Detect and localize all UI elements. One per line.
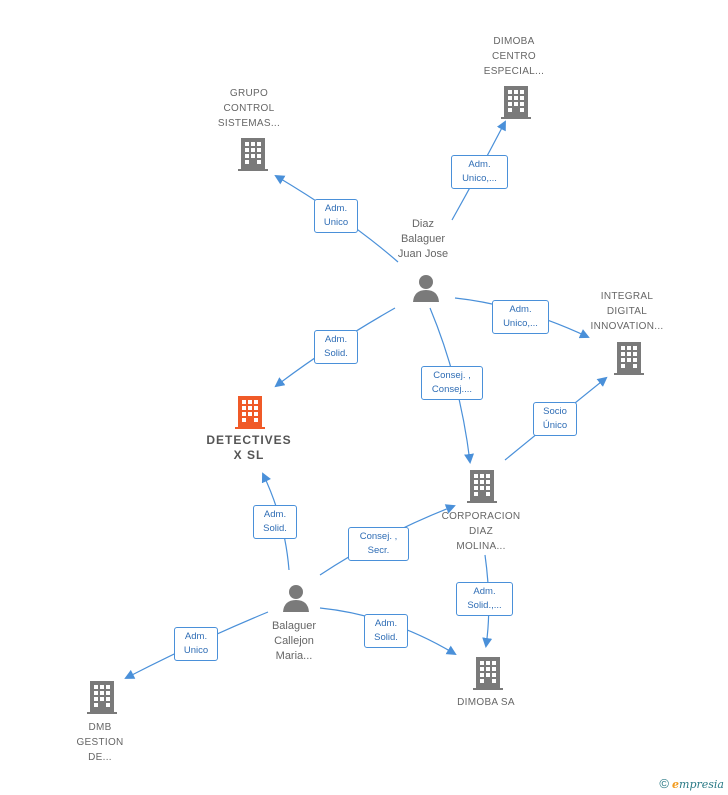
building-icon[interactable]	[501, 84, 531, 120]
node-label: DETECTIVES X SL	[206, 433, 292, 462]
node-diaz-balaguer[interactable]: Diaz Balaguer Juan Jose	[363, 217, 483, 262]
edge-label[interactable]: Adm. Solid.	[314, 330, 358, 364]
edge-label[interactable]: Adm. Solid.	[253, 505, 297, 539]
node-label: DIMOBA SA	[457, 697, 515, 708]
edge-label[interactable]: Adm. Unico,...	[451, 155, 508, 189]
node-label: CORPORACION DIAZ MOLINA...	[441, 511, 521, 552]
brand-logo-e: e	[672, 778, 680, 791]
node-dimoba-sa[interactable]: DIMOBA SA	[426, 695, 546, 710]
building-icon[interactable]	[235, 394, 265, 430]
person-icon[interactable]	[411, 273, 441, 303]
node-corporacion[interactable]: CORPORACION DIAZ MOLINA...	[421, 509, 541, 554]
node-label: Diaz Balaguer Juan Jose	[397, 218, 449, 260]
edge-label[interactable]: Adm. Unico	[174, 627, 218, 661]
edge-label[interactable]: Consej. , Consej....	[421, 366, 483, 400]
building-icon[interactable]	[238, 136, 268, 172]
person-icon[interactable]	[281, 583, 311, 613]
node-label: DMB GESTION DE...	[76, 722, 124, 763]
edge-label[interactable]: Adm. Solid.	[364, 614, 408, 648]
node-grupo-control[interactable]: GRUPO CONTROL SISTEMAS...	[189, 86, 309, 131]
node-integral-digital[interactable]: INTEGRAL DIGITAL INNOVATION...	[567, 289, 687, 334]
edge-label[interactable]: Adm. Unico	[314, 199, 358, 233]
node-dimoba-centro[interactable]: DIMOBA CENTRO ESPECIAL...	[454, 34, 574, 79]
building-icon[interactable]	[473, 655, 503, 691]
brand-logo-text: mpresia	[679, 778, 724, 791]
footer-brand[interactable]: © empresia	[659, 776, 724, 791]
copyright-symbol: ©	[659, 776, 669, 791]
building-icon[interactable]	[87, 679, 117, 715]
node-balaguer-callejon[interactable]: Balaguer Callejon Maria...	[234, 619, 354, 664]
node-label: DIMOBA CENTRO ESPECIAL...	[483, 36, 545, 77]
building-icon[interactable]	[467, 468, 497, 504]
node-label: INTEGRAL DIGITAL INNOVATION...	[590, 291, 664, 332]
node-dmb-gestion[interactable]: DMB GESTION DE...	[40, 720, 160, 765]
edge-label[interactable]: Consej. , Secr.	[348, 527, 409, 561]
node-label: Balaguer Callejon Maria...	[271, 620, 317, 662]
edge-label[interactable]: Socio Único	[533, 402, 577, 436]
node-detectives[interactable]: DETECTIVES X SL	[189, 433, 309, 463]
edge-label[interactable]: Adm. Unico,...	[492, 300, 549, 334]
node-label: GRUPO CONTROL SISTEMAS...	[217, 88, 281, 129]
building-icon[interactable]	[614, 340, 644, 376]
edge-label[interactable]: Adm. Solid.,...	[456, 582, 513, 616]
